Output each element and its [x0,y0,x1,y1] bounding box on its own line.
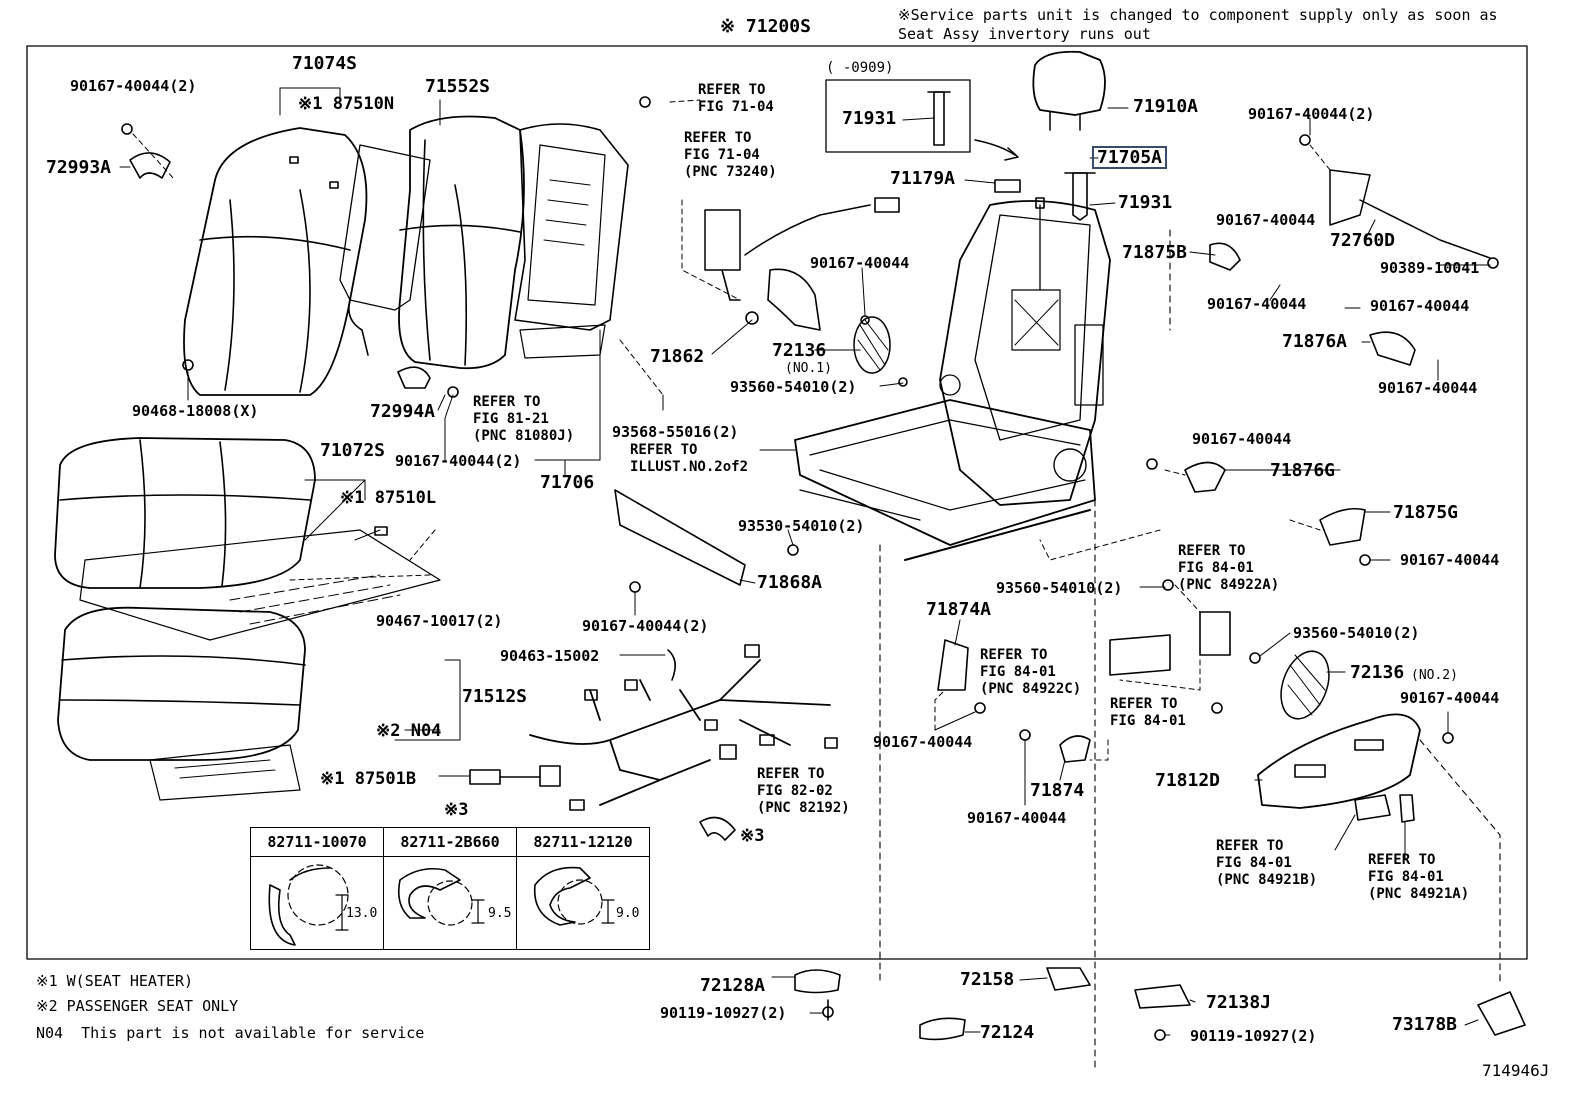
part-label[interactable]: ※1 87510N [298,94,395,114]
highlighted-part-label[interactable]: 71705A [1092,146,1168,169]
part-sub-label: (NO.1) [785,361,832,376]
part-label[interactable]: 90463-15002 [500,647,600,665]
part-label[interactable]: 90167-40044 [873,733,973,751]
part-label[interactable]: 90467-10017(2) [376,612,503,630]
part-label[interactable]: 90167-40044(2) [70,77,197,95]
part-label[interactable]: 90167-40044 [1400,689,1500,707]
legend-item: N04 This part is not available for servi… [36,1024,425,1042]
refer-to-link[interactable]: REFER TO FIG 81-21 (PNC 81080J) [473,394,575,444]
part-label[interactable]: 72158 [960,969,1015,990]
part-label[interactable]: 71910A [1133,96,1199,117]
clip-cell [383,856,517,950]
part-label[interactable]: 72136 [1350,662,1405,683]
part-label[interactable]: 72993A [46,157,112,178]
part-label[interactable]: 90167-40044 [810,254,910,272]
part-label[interactable]: 90167-40044 [967,809,1067,827]
part-label[interactable]: 90119-10927(2) [660,1004,787,1022]
part-label[interactable]: 90167-40044(2) [1248,105,1375,123]
part-label[interactable]: 73178B [1392,1014,1458,1035]
part-label[interactable]: 71179A [890,168,956,189]
refer-to-link[interactable]: REFER TO ILLUST.NO.2of2 [630,442,749,475]
part-label[interactable]: 72138J [1206,992,1272,1013]
part-label[interactable]: 71512S [462,686,528,707]
part-label[interactable]: 93560-54010(2) [1293,624,1420,642]
part-label[interactable]: 90167-40044 [1192,430,1292,448]
part-label[interactable]: 90119-10927(2) [1190,1027,1317,1045]
part-label[interactable]: 93568-55016(2) [612,423,739,441]
part-label[interactable]: 71931 [1118,192,1173,213]
clip-part-number[interactable]: 82711-2B660 [383,827,517,857]
part-label[interactable]: ※1 87510L [340,488,437,508]
figure-code: 714946J [1482,1061,1550,1080]
clip-dimension: 9.0 [616,906,640,921]
part-label[interactable]: 71868A [757,572,823,593]
refer-to-link[interactable]: REFER TO FIG 71-04 [698,82,774,115]
legend-item: ※1 W(SEAT HEATER) [36,972,194,990]
clip-dimension: 9.5 [488,906,512,921]
part-label[interactable]: 90167-40044 [1400,551,1500,569]
legend-item: ※2 PASSENGER SEAT ONLY [36,997,239,1015]
part-label[interactable]: 71875G [1393,502,1459,523]
part-label[interactable]: 90468-18008(X) [132,402,259,420]
refer-to-link[interactable]: REFER TO FIG 84-01 [1110,696,1186,729]
part-label[interactable]: 90167-40044 [1207,295,1307,313]
clip-part-number[interactable]: 82711-10070 [250,827,384,857]
part-label[interactable]: 71812D [1155,770,1221,791]
part-label[interactable]: 72128A [700,975,766,996]
refer-to-link[interactable]: REFER TO FIG 84-01 (PNC 84921B) [1216,838,1318,888]
part-label[interactable]: 71876A [1282,331,1348,352]
clip-cell [250,856,384,950]
part-label[interactable]: ※2 N04 [376,721,442,741]
part-label[interactable]: 71931 [842,108,897,129]
part-label[interactable]: 90167-40044(2) [582,617,709,635]
date-range: ( -0909) [826,60,894,76]
part-label[interactable]: 71874 [1030,780,1085,801]
main-assembly-label: ※ 71200S [720,16,811,37]
part-label[interactable]: ※1 87501B [320,769,417,789]
clip-table: 82711-10070 82711-2B660 82711-12120 [250,827,650,950]
refer-to-link[interactable]: REFER TO FIG 71-04 (PNC 73240) [684,130,777,180]
refer-to-link[interactable]: REFER TO FIG 84-01 (PNC 84922C) [980,647,1082,697]
part-label[interactable]: 90167-40044(2) [395,452,522,470]
part-label[interactable]: 93530-54010(2) [738,517,865,535]
part-label[interactable]: 71875B [1122,242,1188,263]
part-label[interactable]: 71074S [292,53,358,74]
part-label[interactable]: 90167-40044 [1378,379,1478,397]
part-sub-label: (NO.2) [1411,668,1458,683]
clip-cell [516,856,650,950]
part-label[interactable]: 71552S [425,76,491,97]
part-label[interactable]: ※3 [740,826,765,846]
part-label[interactable]: 71862 [650,346,705,367]
part-label[interactable]: 71874A [926,599,992,620]
table-heading: ※3 [444,800,469,820]
refer-to-link[interactable]: REFER TO FIG 84-01 (PNC 84921A) [1368,852,1470,902]
part-label[interactable]: 90167-40044 [1370,297,1470,315]
part-label[interactable]: 93560-54010(2) [996,579,1123,597]
part-label[interactable]: 93560-54010(2) [730,378,857,396]
refer-to-link[interactable]: REFER TO FIG 82-02 (PNC 82192) [757,766,850,816]
part-label[interactable]: 71072S [320,440,386,461]
part-label[interactable]: 72136 [772,340,827,361]
part-label[interactable]: 72124 [980,1022,1035,1043]
service-note: ※Service parts unit is changed to compon… [898,6,1498,43]
part-label[interactable]: 71706 [540,472,595,493]
clip-part-number[interactable]: 82711-12120 [516,827,650,857]
part-label[interactable]: 71876G [1270,460,1336,481]
part-label[interactable]: 72760D [1330,230,1396,251]
part-label[interactable]: 90167-40044 [1216,211,1316,229]
clip-dimension: 13.0 [346,906,378,921]
refer-to-link[interactable]: REFER TO FIG 84-01 (PNC 84922A) [1178,543,1280,593]
part-label[interactable]: 72994A [370,401,436,422]
part-label[interactable]: 90389-10041 [1380,259,1480,277]
